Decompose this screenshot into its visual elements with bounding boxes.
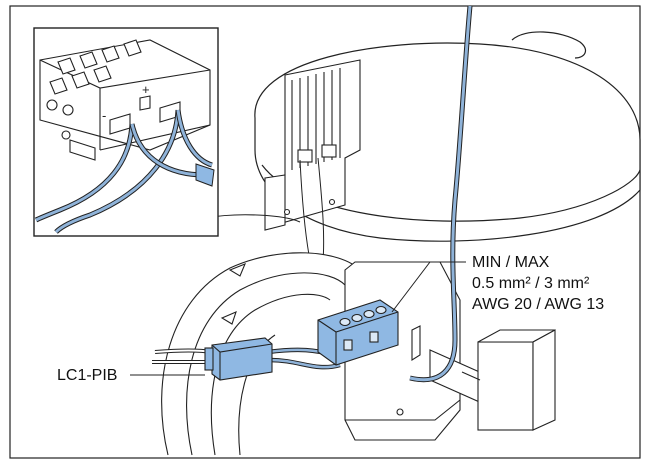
inset-minus-symbol: - [102, 108, 106, 123]
supply-cable [409, 5, 473, 383]
lc1-pib-module [204, 337, 273, 381]
terminal-block [317, 299, 399, 366]
part-label: LC1-PIB [57, 367, 117, 384]
base-plate [344, 261, 556, 441]
inset-plus-symbol: + [142, 82, 150, 97]
spec-min-max: MIN / MAX [472, 254, 550, 271]
inset-cables [34, 109, 213, 234]
inset-cable-sleeve [195, 163, 215, 187]
mounting-bracket [264, 59, 361, 231]
inset-detail: + - [33, 27, 219, 237]
spec-awg: AWG 20 / AWG 13 [472, 296, 604, 313]
spec-cross-section: 0.5 mm² / 3 mm² [472, 275, 590, 292]
leader-lines [130, 261, 466, 376]
